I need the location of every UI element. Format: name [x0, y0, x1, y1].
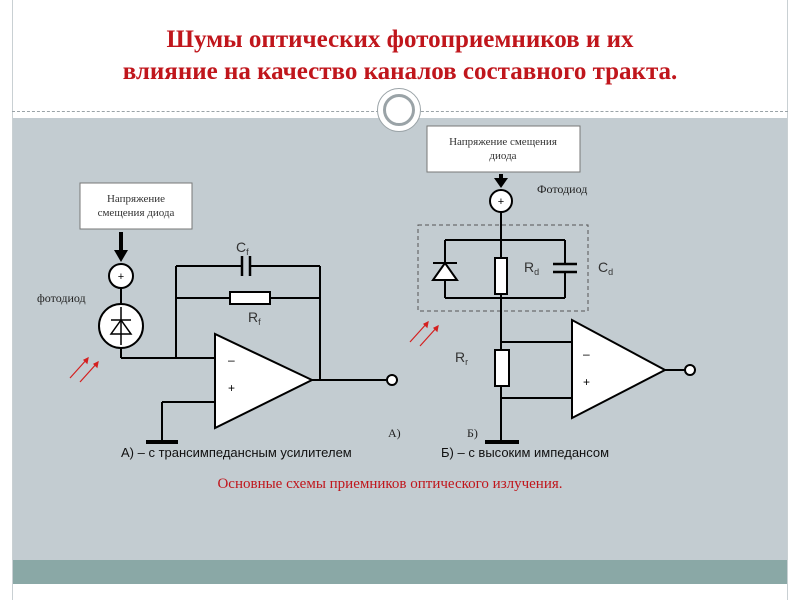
b-tag: Б) — [467, 426, 478, 440]
footer-bar — [13, 560, 787, 584]
decorative-circle-icon — [377, 88, 421, 132]
a-tag: А) — [388, 426, 401, 440]
circuit-a — [69, 182, 398, 444]
a-caption: А) – с трансимпедансным усилителем — [121, 445, 352, 460]
a-output-terminal — [386, 374, 398, 386]
b-bias-box — [426, 125, 581, 173]
bottom-caption: Основные схемы приемников оптического из… — [217, 476, 562, 492]
slide-title: Шумы оптических фотоприемников и их влия… — [0, 24, 800, 88]
b-photodiode-label: Фотодиод — [537, 182, 587, 196]
a-bias-box-line1: Напряжение — [107, 193, 165, 205]
a-feedback-resistor — [229, 291, 271, 305]
b-rd-label: Rd — [524, 259, 539, 277]
a-light-rays — [69, 356, 99, 383]
title-line-2: влияние на качество каналов составного т… — [122, 58, 678, 85]
b-bias-box-line1: Напряжение смещения — [449, 136, 557, 148]
a-opamp-plus: + — [228, 381, 235, 395]
b-opamp — [571, 318, 668, 420]
b-opamp-plus: + — [583, 375, 590, 389]
title-line-1: Шумы оптических фотоприемников и их — [166, 26, 634, 53]
a-opamp — [214, 332, 315, 430]
a-plus-sign: + — [118, 271, 124, 283]
b-rd-resistor — [494, 257, 508, 295]
a-photodiode-label: фотодиод — [37, 291, 86, 305]
circuit-b — [409, 125, 696, 444]
a-bias-box — [79, 182, 193, 230]
b-bias-box-line2: диода — [489, 150, 516, 162]
b-plus-sign: + — [498, 196, 504, 208]
b-rr-label: Rr — [455, 349, 468, 367]
b-light-rays — [409, 320, 439, 347]
a-cf-label: Cf — [236, 239, 249, 257]
a-rf-label: Rf — [248, 309, 261, 327]
b-photodiode-box — [417, 224, 589, 312]
b-output-terminal — [684, 364, 696, 376]
b-caption: Б) – с высоким импедансом — [441, 445, 609, 460]
b-rr-resistor — [494, 349, 510, 387]
a-bias-box-line2: смещения диода — [98, 207, 175, 219]
b-cd-label: Cd — [598, 259, 613, 277]
a-opamp-minus: – — [228, 353, 235, 367]
b-opamp-minus: – — [583, 347, 590, 361]
slide-frame — [12, 0, 788, 600]
